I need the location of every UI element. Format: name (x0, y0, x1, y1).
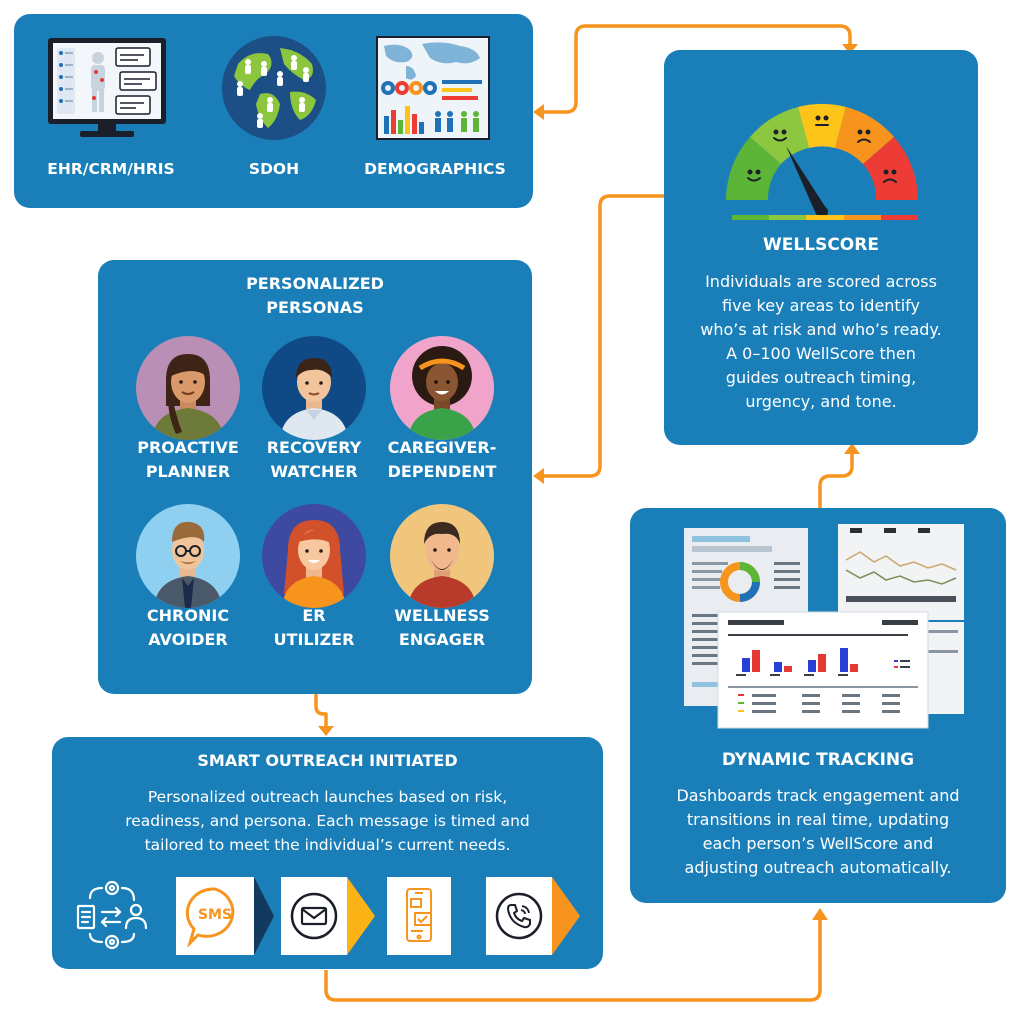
wellscore-line-5: guides outreach timing, (725, 368, 917, 387)
gauge-segment-2 (750, 107, 809, 164)
outreach-line-2: readiness, and persona. Each message is … (125, 812, 530, 830)
source-label-ehr: EHR/CRM/HRIS (47, 160, 175, 178)
connector-wellscore-to-personas (540, 194, 664, 478)
tracking-line-4: adjusting outreach automatically. (684, 858, 952, 877)
persona-avatar-wellness-engager (390, 504, 494, 608)
connector-tracking-to-wellscore (818, 452, 854, 508)
tracking-card: DYNAMIC TRACKING Dashboards track engage… (630, 508, 1006, 903)
persona-line2: WATCHER (270, 462, 358, 481)
gauge-segment-4 (835, 107, 894, 164)
persona-line1: RECOVERY (266, 438, 362, 457)
phone-chevron (552, 877, 580, 955)
sms-channel-tile: SMS (176, 877, 254, 955)
source-label-demographics: DEMOGRAPHICS (364, 160, 506, 178)
outreach-line-1: Personalized outreach launches based on … (147, 788, 508, 806)
tracking-description: Dashboards track engagement and transiti… (630, 784, 1006, 880)
demographics-map-icon (376, 36, 490, 140)
wellscore-line-2: five key areas to identify (722, 296, 920, 315)
email-icon (290, 892, 338, 940)
source-label-sdoh: SDOH (248, 160, 300, 178)
gauge-needle (786, 146, 826, 214)
persona-name-chronic-avoider: CHRONIC AVOIDER (124, 604, 252, 652)
arrowhead-down-outreach (318, 726, 334, 736)
phone-channel-tile (486, 877, 552, 955)
globe-people-icon (222, 36, 326, 140)
persona-avatar-recovery-watcher (262, 336, 366, 440)
persona-avatar-chronic-avoider (136, 504, 240, 608)
persona-avatar-proactive-planner (136, 336, 240, 440)
mobile-app-icon (406, 888, 432, 942)
gauge-segment-5 (863, 137, 918, 200)
persona-avatar-caregiver-dependent (390, 336, 494, 440)
connector-wellscore-to-sources (542, 24, 852, 114)
tracking-line-2: transitions in real time, updating (686, 810, 950, 829)
connector-outreach-to-tracking (324, 918, 822, 1002)
wellscore-title: WELLSCORE (763, 235, 879, 255)
persona-line1: PROACTIVE (137, 438, 239, 457)
arrowhead-up-wellscore (844, 443, 860, 454)
persona-name-er-utilizer: ER UTILIZER (250, 604, 378, 652)
outreach-description: Personalized outreach launches based on … (52, 785, 603, 857)
wellscore-line-4: A 0–100 WellScore then (726, 344, 916, 363)
arrowhead-left-personas (533, 468, 544, 484)
persona-line2: ENGAGER (398, 630, 486, 649)
persona-name-recovery-watcher: RECOVERY WATCHER (250, 436, 378, 484)
persona-name-proactive-planner: PROACTIVE PLANNER (124, 436, 252, 484)
gauge-segment-1 (726, 137, 781, 200)
persona-avatar-er-utilizer (262, 504, 366, 608)
tracking-title: DYNAMIC TRACKING (721, 750, 915, 770)
wellscore-line-1: Individuals are scored across (705, 272, 937, 291)
email-chevron (347, 877, 375, 955)
dashboard-screens-icon (684, 524, 964, 729)
tracking-line-3: each person’s WellScore and (702, 834, 934, 853)
outreach-line-3: tailored to meet the individual’s curren… (144, 836, 511, 854)
persona-line1: CHRONIC (146, 606, 230, 625)
connector-personas-to-outreach (314, 694, 328, 726)
persona-line2: AVOIDER (148, 630, 228, 649)
ehr-monitor-icon (48, 38, 166, 137)
arrowhead-left-sources (533, 104, 544, 120)
personas-card: PERSONALIZED PERSONAS (98, 260, 532, 694)
persona-line2: UTILIZER (273, 630, 355, 649)
mobile-channel-tile (387, 877, 451, 955)
arrowhead-down-wellscore (842, 44, 858, 54)
personas-title-line-2: PERSONAS (266, 298, 364, 317)
personas-title-line-1: PERSONALIZED (246, 274, 384, 293)
workflow-gears-icon (76, 880, 148, 950)
persona-line2: DEPENDENT (387, 462, 497, 481)
data-sources-card: EHR/CRM/HRIS SDOH DEMOGRAPHICS (14, 14, 533, 208)
persona-line2: PLANNER (145, 462, 231, 481)
persona-line1: CAREGIVER- (387, 438, 497, 457)
persona-name-wellness-engager: WELLNESS ENGAGER (378, 604, 506, 652)
wellscore-description: Individuals are scored across five key a… (664, 270, 978, 414)
wellscore-line-3: who’s at risk and who’s ready. (700, 320, 942, 339)
wellscore-color-bar (732, 215, 919, 220)
arrowhead-up-tracking (812, 908, 828, 920)
sms-label: SMS (197, 907, 233, 923)
persona-name-caregiver-dependent: CAREGIVER- DEPENDENT (378, 436, 506, 484)
wellscore-card: WELLSCORE Individuals are scored across … (664, 50, 978, 445)
personas-title: PERSONALIZED PERSONAS (98, 272, 532, 320)
phone-call-icon (495, 892, 543, 940)
score-gauge-icon (726, 103, 918, 218)
sms-chevron (254, 877, 274, 955)
wellscore-line-6: urgency, and tone. (745, 392, 897, 411)
sms-bubble-icon (185, 887, 235, 947)
outreach-title: SMART OUTREACH INITIATED (197, 751, 458, 770)
persona-line1: WELLNESS (394, 606, 490, 625)
persona-line1: ER (302, 606, 326, 625)
email-channel-tile (281, 877, 347, 955)
tracking-line-1: Dashboards track engagement and (676, 786, 960, 805)
